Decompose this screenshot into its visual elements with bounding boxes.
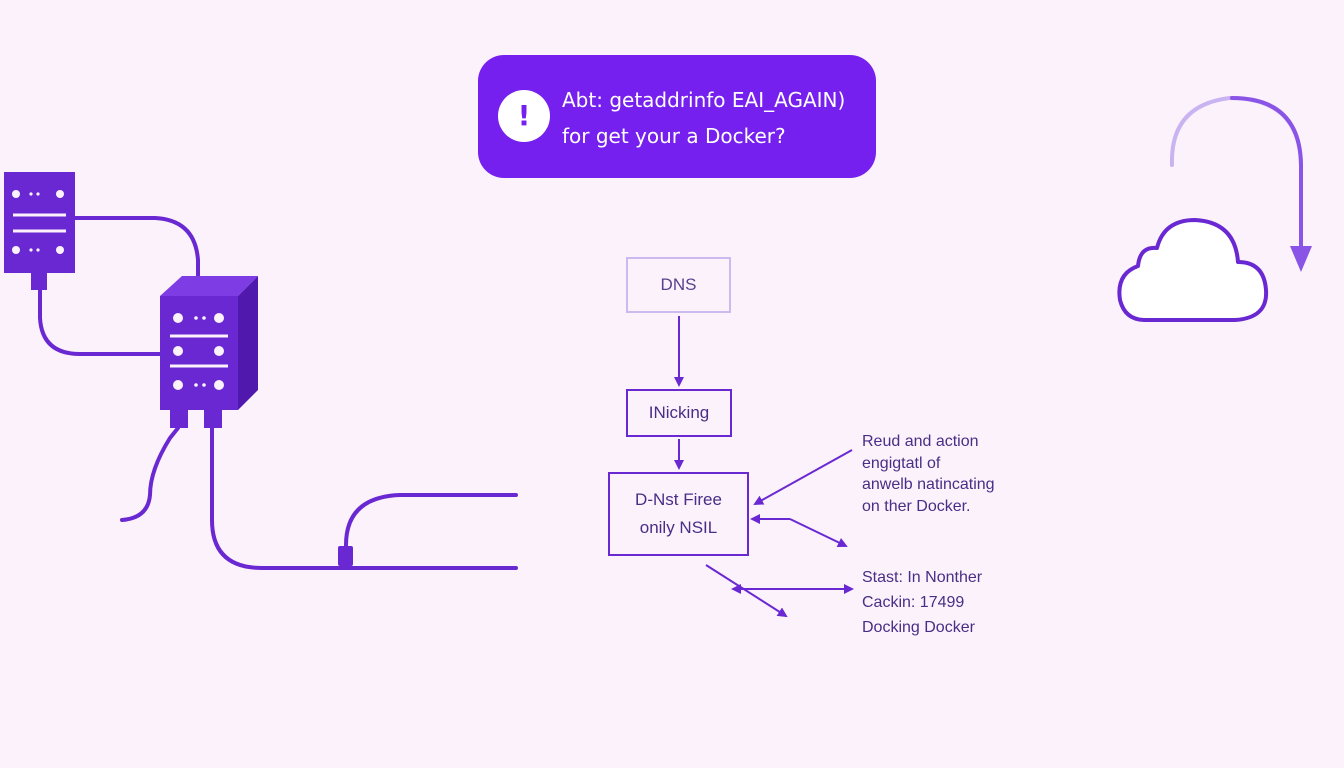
annotation-note-1: Reud and action engigtatl of anwelb nati… (862, 431, 995, 517)
dns-result-line-2: onily NSIL (639, 518, 718, 537)
annotation-note-2: Stast: In Nonther Cackin: 17499 Docking … (862, 565, 982, 640)
error-banner: ! Abt: getaddrinfo EAI_AGAIN) for get yo… (478, 55, 876, 178)
note-line: Cackin: 17499 (862, 594, 965, 611)
flow-arrows (674, 316, 854, 618)
cloud-icon (1117, 218, 1269, 322)
curved-arrow-icon (1169, 95, 1312, 272)
note-line: on ther Docker. (862, 497, 971, 515)
dns-result-box: D-Nst Firee onily NSIL (608, 472, 749, 556)
note-line: Reud and action (862, 433, 979, 450)
cable-connector (338, 546, 353, 566)
nicking-box: INicking (626, 389, 732, 437)
server-icon (160, 276, 258, 428)
note-line: anwelb natincating (862, 476, 995, 493)
network-cables (38, 216, 518, 570)
exclamation-icon: ! (498, 90, 550, 142)
error-message-line-2: for get your a Docker? (562, 124, 786, 148)
dns-box: DNS (626, 257, 731, 313)
dns-result-line-1: D-Nst Firee (635, 490, 722, 509)
note-line: Stast: In Nonther (862, 569, 983, 586)
note-line: engigtatl of (862, 454, 941, 472)
error-message-line-1: Abt: getaddrinfo EAI_AGAIN) (562, 88, 846, 112)
note-line: Docking Docker (862, 619, 975, 636)
server-icon (4, 172, 75, 290)
